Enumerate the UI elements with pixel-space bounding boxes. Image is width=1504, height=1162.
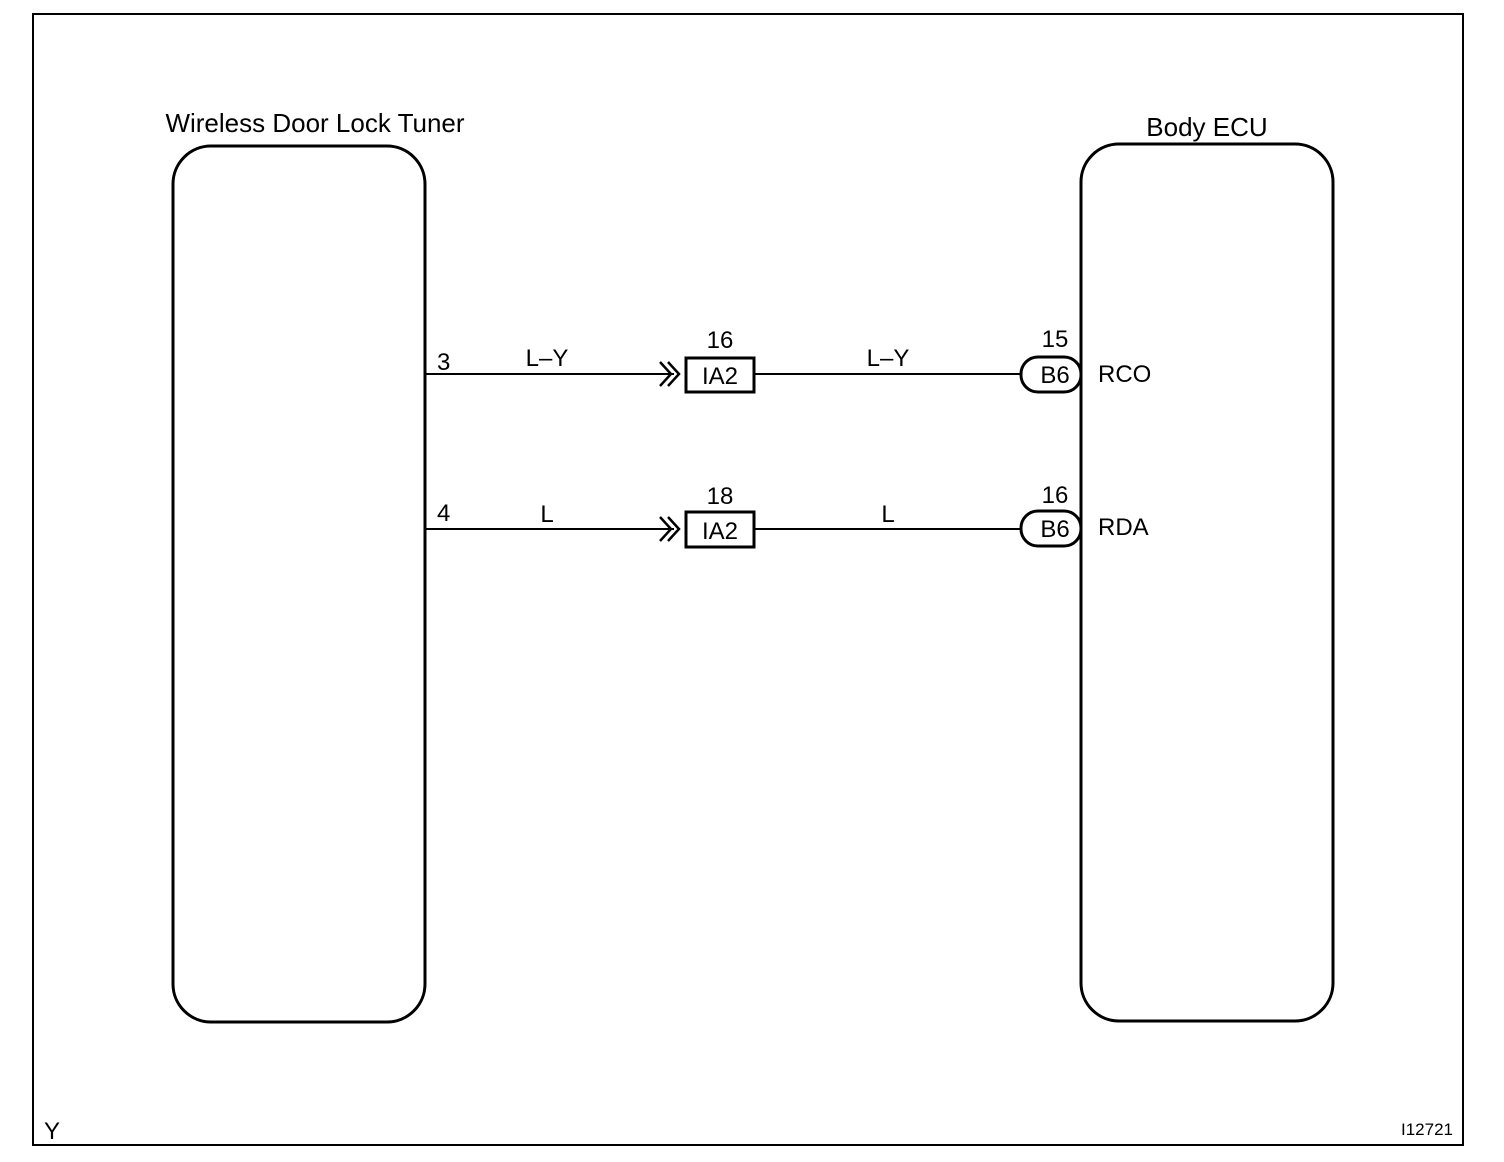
wire-1-left-color: L–Y <box>526 345 569 372</box>
wire-1-junction-pin: 16 <box>707 327 734 354</box>
wire-2-junction-code: IA2 <box>702 518 738 545</box>
left-component-title: Wireless Door Lock Tuner <box>165 108 464 138</box>
footer-left-mark: Y <box>44 1118 60 1145</box>
wire-2-junction-box <box>684 510 756 549</box>
wireless-door-lock-tuner-box <box>171 144 427 1024</box>
wire-1-junction-box <box>684 356 756 394</box>
wire-2-connector-code: B6 <box>1040 516 1069 543</box>
wire-2-right-color: L <box>881 501 894 528</box>
wire-1-junction-code: IA2 <box>702 363 738 390</box>
diagram-frame <box>32 13 1464 1146</box>
wire-1: IA2 16 B6 15 3 L–Y L–Y RCO <box>425 326 1151 394</box>
wire-2-terminal-name: RDA <box>1098 514 1149 541</box>
wire-2-junction-pin: 18 <box>707 483 734 510</box>
wire-1-left-pin: 3 <box>437 349 450 376</box>
wire-2-left-pin: 4 <box>437 500 450 527</box>
wire-2: IA2 18 B6 16 4 L L RDA <box>425 482 1149 549</box>
wire-2-connector-pin: 16 <box>1042 482 1069 509</box>
wire-2-junction-chevron-icon <box>659 516 681 542</box>
wire-1-connector-code: B6 <box>1040 362 1069 389</box>
figure-id: I12721 <box>1401 1120 1453 1139</box>
right-component-title: Body ECU <box>1146 112 1267 142</box>
wire-1-junction-chevron-icon <box>659 361 681 387</box>
wire-1-connector-pin: 15 <box>1042 326 1069 353</box>
wire-1-terminal-name: RCO <box>1098 361 1151 388</box>
body-ecu-box <box>1079 142 1335 1023</box>
wire-1-connector-oval <box>1019 355 1083 394</box>
wire-2-connector-oval <box>1019 509 1083 548</box>
wire-1-right-color: L–Y <box>867 345 910 372</box>
wire-2-left-color: L <box>540 501 553 528</box>
